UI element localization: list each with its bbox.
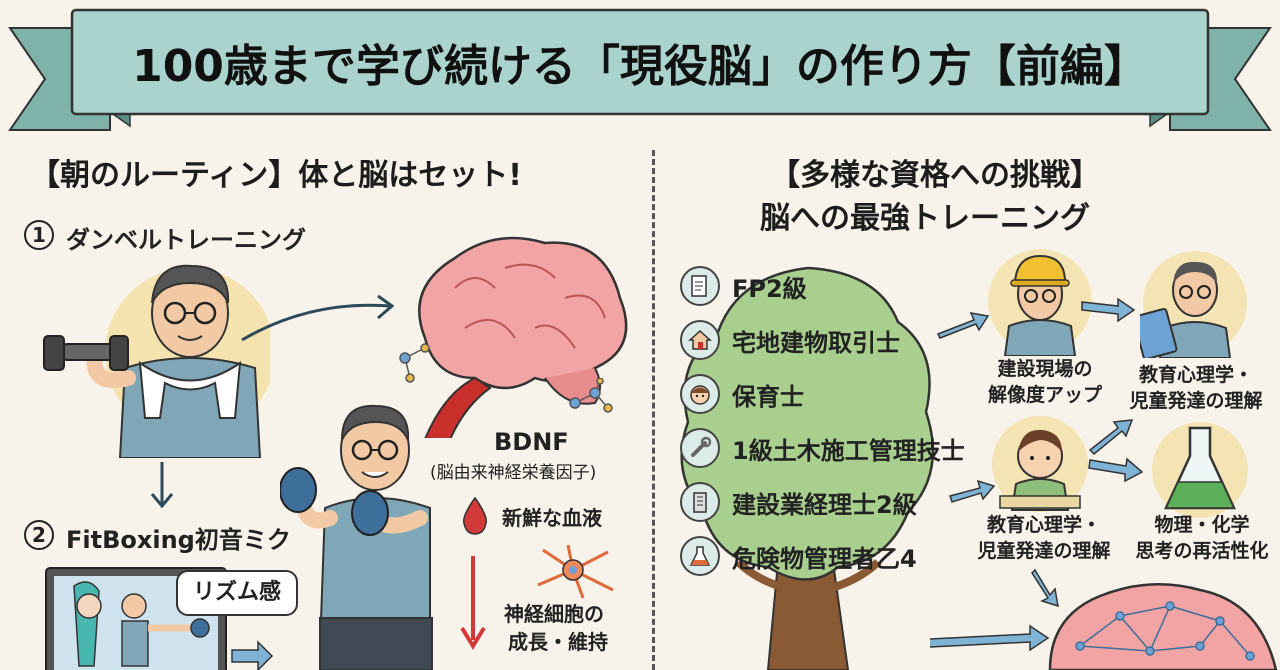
step-2-label: FitBoxing初音ミク [66, 526, 291, 554]
title-banner: 100歳まで学び続ける「現役脳」の作り方【前編】 [0, 0, 1280, 140]
banner-ribbon [8, 8, 1272, 131]
boxing-man-illustration [280, 404, 433, 670]
cert-label: 建設業経理士2級 [732, 490, 917, 519]
step-1-number: 1 [24, 220, 54, 250]
cert-item-kikenbutsu: 危険物管理者乙4 [680, 534, 917, 578]
wrench-icon [680, 428, 720, 468]
result-physics: 物理・化学 思考の再活性化 [1135, 514, 1269, 562]
brain-illustration [399, 236, 628, 438]
blood-drop-icon [462, 496, 488, 535]
cert-item-doboku: 1級土木施工管理技士 [680, 426, 965, 470]
studying-child-illustration [992, 416, 1088, 512]
right-section-title-line1: 【多様な資格への挑戦】 [770, 158, 1100, 193]
right-arrow-icon [231, 640, 274, 670]
left-section-title: 【朝のルーティン】体と脳はセット! [30, 158, 522, 193]
cert-label: 1級土木施工管理技士 [732, 436, 965, 465]
step-1-label: ダンベルトレーニング [66, 226, 306, 254]
arrow-to-brain-icon [241, 294, 395, 342]
result-education-mid: 教育心理学・ 児童発達の理解 [977, 514, 1111, 562]
child-face-icon [680, 374, 720, 414]
step-2-number: 2 [24, 520, 54, 550]
flask-illustration [1152, 422, 1248, 518]
construction-worker-illustration [988, 249, 1092, 356]
rhythm-speech-bubble: リズム感 [176, 570, 298, 616]
bdnf-title: BDNF [494, 428, 569, 456]
cert-item-fp2: FP2級 [680, 264, 807, 308]
molecule-icon [569, 378, 613, 413]
house-icon [680, 320, 720, 360]
red-down-arrow-icon [460, 556, 486, 650]
document-icon [680, 266, 720, 306]
cert-item-keiri: 建設業経理士2級 [680, 480, 917, 524]
fresh-blood-label: 新鮮な血液 [502, 506, 602, 530]
neuron-label-line2: 成長・維持 [508, 630, 608, 654]
cert-item-takken: 宅地建物取引士 [680, 318, 900, 362]
result-construction: 建設現場の 解像度アップ [987, 358, 1102, 406]
down-arrow-icon [150, 462, 174, 509]
dumbbell-man-illustration [43, 264, 270, 458]
column-divider [652, 150, 655, 670]
cert-label: 宅地建物取引士 [732, 328, 900, 357]
bdnf-subtitle: (脳由来神経栄養因子) [430, 463, 597, 483]
neuron-label-line1: 神経細胞の [504, 602, 604, 626]
reading-man-illustration [1140, 251, 1247, 358]
cert-label: 保育士 [732, 382, 804, 411]
building-icon [680, 482, 720, 522]
flask-icon [680, 536, 720, 576]
neuron-icon [537, 544, 614, 599]
tree-illustration [680, 266, 935, 670]
result-education-top: 教育心理学・ 児童発達の理解 [1129, 364, 1263, 412]
right-section-title-line2: 脳への最強トレーニング [760, 201, 1090, 236]
flow-arrows [930, 297, 1144, 652]
cert-label: FP2級 [732, 274, 807, 303]
cert-label: 危険物管理者乙4 [732, 544, 917, 573]
cert-item-hoikushi: 保育士 [680, 372, 804, 416]
network-brain-illustration [1048, 583, 1278, 670]
page-title: 100歳まで学び続ける「現役脳」の作り方【前編】 [132, 41, 1148, 92]
